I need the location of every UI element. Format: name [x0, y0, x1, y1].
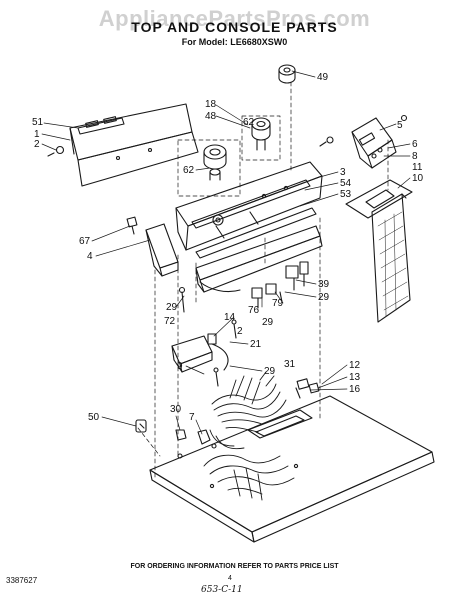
small-fasteners [175, 429, 217, 459]
part-callout: 51 [32, 117, 44, 128]
switch-assembly-upper [251, 117, 271, 151]
part-callout: 67 [79, 236, 91, 247]
part-callout: 50 [88, 412, 100, 423]
part-callout: 21 [250, 339, 262, 350]
part-callout: 10 [412, 173, 424, 184]
dashed-assembly-lines [137, 81, 389, 481]
relay-components [295, 378, 320, 399]
switch-assembly-lower [203, 144, 227, 181]
part-callout: 29 [264, 366, 276, 377]
console-end-cap [126, 216, 179, 277]
diagram-title: TOP AND CONSOLE PARTS [131, 19, 338, 35]
part-callout: 48 [205, 111, 217, 122]
timer-motor [171, 319, 237, 387]
terminal-block [251, 261, 309, 309]
part-callout: 49 [317, 72, 329, 83]
handwritten-note: 653-C-11 [201, 585, 243, 595]
part-callout: 13 [349, 372, 361, 383]
part-callout: 16 [349, 384, 361, 395]
part-callout: 18 [205, 99, 217, 110]
part-callout: 6 [412, 139, 418, 150]
part-callout: 7 [189, 412, 195, 423]
part-callout: 3 [340, 167, 346, 178]
part-callout: 72 [164, 316, 176, 327]
screw-left [178, 281, 241, 313]
part-callout: 53 [340, 189, 352, 200]
part-callout: 9 [177, 361, 183, 372]
part-callout: 14 [224, 312, 236, 323]
dryer-top-plate [149, 395, 435, 543]
part-callout: 29 [166, 302, 178, 313]
lint-screen [345, 179, 413, 323]
console-end-bracket [47, 103, 199, 187]
part-callout: 29 [318, 292, 330, 303]
part-callout: 11 [412, 162, 423, 173]
model-subtitle: For Model: LE6680XSW0 [181, 37, 288, 47]
part-callout: 1 [34, 129, 40, 140]
part-callout: 8 [412, 151, 418, 162]
part-callout: 4 [87, 251, 93, 262]
console-base-channel [195, 225, 323, 293]
control-knob [278, 64, 296, 84]
part-callout: 76 [248, 305, 260, 316]
clip-50 [135, 419, 147, 433]
console-panel [175, 161, 323, 259]
part-callout: 12 [349, 360, 361, 371]
part-callout: 5 [397, 120, 403, 131]
part-callout: 30 [170, 404, 182, 415]
console-right-end-cap [319, 114, 408, 169]
watermark: AppliancePartsPros.com [98, 6, 371, 31]
part-callout: 62 [183, 165, 195, 176]
page-number: 4 [228, 575, 232, 582]
part-callout: 2 [237, 326, 243, 337]
wire-harness [209, 371, 287, 450]
part-callout: 79 [272, 298, 284, 309]
part-callout: 29 [262, 317, 274, 328]
part-callout: 2 [34, 139, 40, 150]
part-callout: 31 [284, 359, 296, 370]
ordering-note: FOR ORDERING INFORMATION REFER TO PARTS … [130, 563, 339, 570]
document-number: 3387627 [6, 576, 38, 585]
part-callout: 54 [340, 178, 352, 189]
part-callout: 62 [243, 117, 255, 128]
part-callout: 39 [318, 279, 330, 290]
